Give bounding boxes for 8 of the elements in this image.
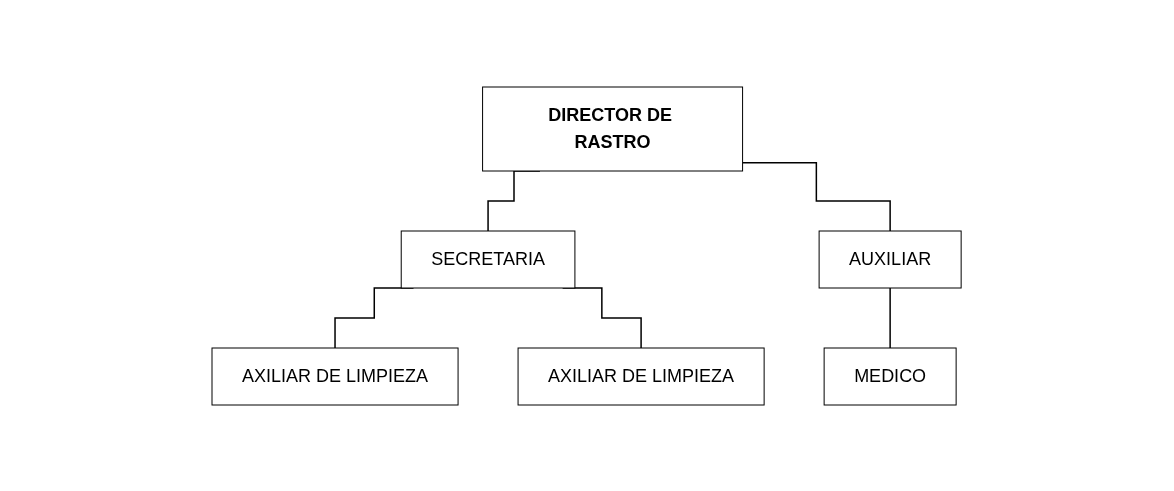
node-box: DIRECTOR DE RASTRO bbox=[482, 86, 744, 171]
node-box: AXILIAR DE LIMPIEZA bbox=[211, 347, 459, 405]
node-box: AXILIAR DE LIMPIEZA bbox=[518, 347, 766, 405]
node-box: SECRETARIA bbox=[401, 230, 576, 288]
node-box: AUXILIAR bbox=[819, 230, 963, 288]
connector bbox=[742, 161, 892, 232]
connector bbox=[889, 286, 892, 349]
node-box: MEDICO bbox=[824, 347, 958, 405]
